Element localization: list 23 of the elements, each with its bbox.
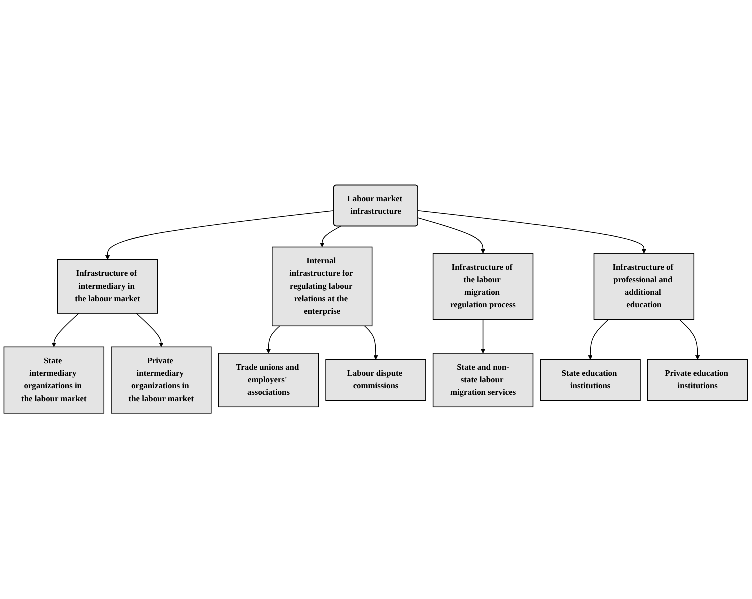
node-box xyxy=(540,360,641,402)
arrow xyxy=(588,320,610,360)
arrow xyxy=(106,210,335,260)
arrow xyxy=(266,326,280,354)
node-box xyxy=(432,253,534,320)
node-box xyxy=(326,360,426,402)
node-box xyxy=(111,346,212,414)
arrow xyxy=(136,313,164,348)
node-box xyxy=(647,360,748,402)
arrow xyxy=(364,326,378,360)
hierarchy-diagram: Labour market infrastructure Infrastructure of intermediary in the labour market Internal infrastructure for regulating labour relations at the enterprise Infrastructure of the labour migration regulation process Infrastructure of professional and additional education State intermediary organizations in the labour market Private intermediary organizations in the labour market Trade unions and employers' associations Labour dispute commissions State and non-state labour migration services State education institutions Private education institutions xyxy=(0,181,752,418)
node-box xyxy=(432,353,534,408)
node-box xyxy=(218,353,320,408)
node-box xyxy=(272,247,373,327)
node-box xyxy=(4,346,105,414)
node-box xyxy=(57,260,158,314)
arrow xyxy=(320,226,342,248)
arrow xyxy=(480,320,486,354)
arrow xyxy=(679,320,700,360)
arrow xyxy=(418,218,486,254)
node-box xyxy=(594,253,695,320)
arrow xyxy=(418,210,646,254)
arrow xyxy=(52,313,80,348)
